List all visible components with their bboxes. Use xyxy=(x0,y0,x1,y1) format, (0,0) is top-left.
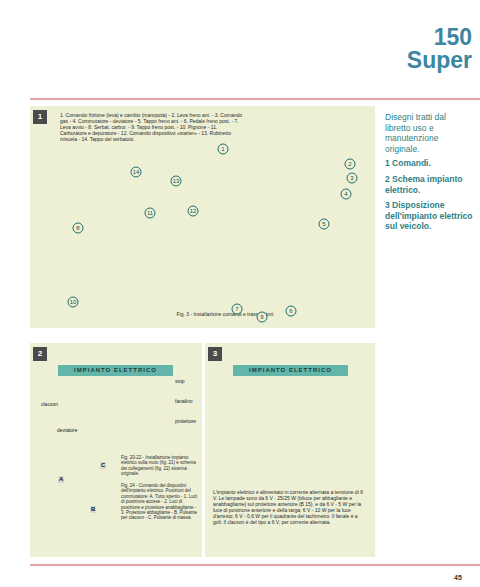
section-bar: IMPIANTO ELETTRICO xyxy=(58,365,173,376)
callout-number: 14 xyxy=(131,167,142,178)
figure-caption: Fig. 3 - Installazione comandi e trasmis… xyxy=(140,311,310,317)
callout-number: 8 xyxy=(73,223,84,234)
panel-number: 2 xyxy=(33,347,47,361)
side-note: 1 Comandi. xyxy=(385,158,473,169)
callout-number: 5 xyxy=(319,219,330,230)
callout-number: 2 xyxy=(345,159,356,170)
callout-number: 1 xyxy=(218,144,229,155)
figure-panel: 1. Comando frizione (leva) e cambio (man… xyxy=(30,106,375,328)
callout-number: 3 xyxy=(347,173,358,184)
page-title: 150 Super xyxy=(392,26,472,72)
panel-number: 3 xyxy=(208,347,222,361)
panel-number-text: 3 xyxy=(208,347,222,361)
callout-number: 6 xyxy=(286,306,297,317)
switch-label: deviatore xyxy=(56,428,79,434)
callout-number: 11 xyxy=(145,208,156,219)
callout-number: 13 xyxy=(171,176,182,187)
callout-number: 12 xyxy=(188,206,199,217)
paragraph: L'impianto elettrico è alimentato in cor… xyxy=(213,489,367,525)
photo-letter: C xyxy=(100,462,106,469)
side-note: Disegni tratti dal libretto uso e manute… xyxy=(385,112,473,155)
rule-line xyxy=(30,99,480,100)
horn-label: clacson xyxy=(40,402,59,408)
callout-number: 10 xyxy=(68,297,79,308)
panel-number-text: 1 xyxy=(33,110,47,124)
callout-number: 7 xyxy=(232,304,243,315)
page-number: 45 xyxy=(454,574,462,582)
figure-caption: Fig. 24 - Comando dei dispositivi dell'i… xyxy=(121,483,199,521)
figure-panel: IMPIANTO ELETTRICO Fig. 20-22 - Installaz… xyxy=(30,343,202,557)
section-bar: IMPIANTO ELETTRICO xyxy=(233,365,348,376)
panel-number: 1 xyxy=(33,110,47,124)
side-note: 2 Schema impianto elettrico. xyxy=(385,174,473,195)
panel-number-text: 2 xyxy=(33,347,47,361)
rule-line xyxy=(30,565,480,566)
callout-number: 9 xyxy=(257,312,268,323)
figure-caption: Fig. 20-22 - Installazione impianto elet… xyxy=(121,455,199,477)
callout-number: 4 xyxy=(341,189,352,200)
photo-letter: B xyxy=(90,506,96,513)
lamp-label: fanalino xyxy=(174,399,194,405)
parts-list: 1. Comando frizione (leva) e cambio (man… xyxy=(60,112,245,142)
side-note: 3 Disposizione dell'impianto elettrico s… xyxy=(385,200,473,232)
photo-letter: A xyxy=(58,476,64,483)
lamp-label: stop xyxy=(174,379,185,385)
figure-panel: IMPIANTO ELETTRICO L'impianto elettrico è… xyxy=(205,343,375,557)
lamp-label: proiettore xyxy=(174,419,197,425)
